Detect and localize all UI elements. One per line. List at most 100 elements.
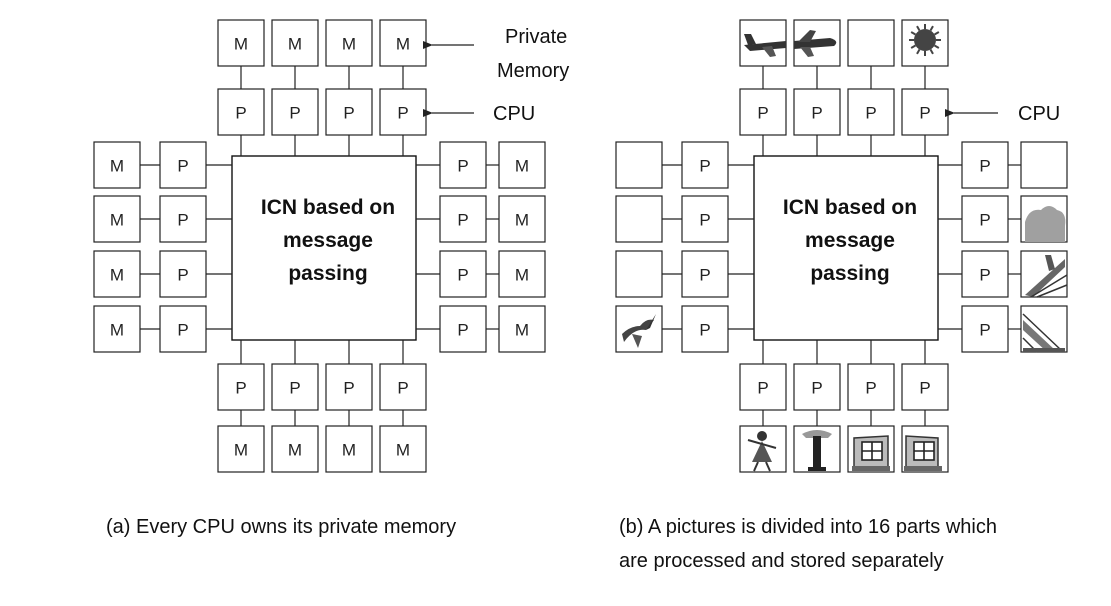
- cpu-bottom-1-label: P: [235, 379, 246, 398]
- cpu-right-4-label: P: [457, 321, 468, 340]
- cpu-bottom-2: P: [793, 363, 841, 411]
- memory-bottom-4-label: M: [396, 441, 410, 460]
- cpu-left-4-label: P: [177, 321, 188, 340]
- cpu-top-2: P: [793, 88, 841, 136]
- cpu-left-1-label: P: [699, 157, 710, 176]
- part-right-4: [1020, 305, 1068, 353]
- cpu-left-4-label: P: [699, 321, 710, 340]
- cpu-top-2: P: [271, 88, 319, 136]
- cloud-icon: [1025, 206, 1066, 242]
- part-bottom-2: [793, 425, 841, 473]
- cpu-top-3: P: [325, 88, 373, 136]
- cpu-bottom-1: P: [739, 363, 787, 411]
- memory-right-1-label: M: [515, 157, 529, 176]
- memory-right-2-label: M: [515, 211, 529, 230]
- part-top-2: [793, 19, 841, 67]
- part-left-2: [615, 195, 663, 243]
- part-left-4: [615, 305, 663, 353]
- core-text-line: ICN based on: [261, 196, 395, 219]
- cpu-right-3: P: [961, 250, 1009, 298]
- annotation-cpu-a: CPU: [493, 103, 535, 125]
- part-right-3: [1020, 250, 1068, 298]
- cpu-right-1-label: P: [979, 157, 990, 176]
- cpu-bottom-1-label: P: [757, 379, 768, 398]
- window-right-icon: [904, 435, 942, 471]
- cpu-top-3-label: P: [343, 104, 354, 123]
- memory-right-3-label: M: [515, 266, 529, 285]
- cpu-bottom-4-label: P: [919, 379, 930, 398]
- cpu-bottom-2-label: P: [289, 379, 300, 398]
- part-left-1: [615, 141, 663, 189]
- cpu-top-1: P: [739, 88, 787, 136]
- memory-bottom-2: M: [271, 425, 319, 473]
- cpu-left-2: P: [159, 195, 207, 243]
- window-left-icon: [852, 435, 890, 471]
- memory-top-3: M: [325, 19, 373, 67]
- cpu-bottom-2: P: [271, 363, 319, 411]
- core-text-line: passing: [810, 262, 889, 285]
- part-bottom-1: [739, 425, 787, 473]
- cpu-bottom-4-label: P: [397, 379, 408, 398]
- memory-bottom-2-label: M: [288, 441, 302, 460]
- memory-top-4-label: M: [396, 35, 410, 54]
- cpu-left-3: P: [159, 250, 207, 298]
- memory-left-4-label: M: [110, 321, 124, 340]
- part-top-1: [739, 19, 787, 67]
- memory-left-2: M: [93, 195, 141, 243]
- part-right-1: [1020, 141, 1068, 189]
- cpu-right-2-label: P: [457, 211, 468, 230]
- plane-right-icon: [794, 30, 837, 57]
- cpu-left-3-label: P: [177, 266, 188, 285]
- cpu-right-3-label: P: [979, 266, 990, 285]
- part-top-3: [847, 19, 895, 67]
- cpu-left-1-label: P: [177, 157, 188, 176]
- memory-left-3: M: [93, 250, 141, 298]
- cpu-right-2: P: [961, 195, 1009, 243]
- caption-b-line2: are processed and stored separately: [619, 550, 944, 572]
- memory-bottom-1: M: [217, 425, 265, 473]
- cpu-bottom-2-label: P: [811, 379, 822, 398]
- part-left-3: [615, 250, 663, 298]
- memory-bottom-1-label: M: [234, 441, 248, 460]
- cpu-top-2-label: P: [289, 104, 300, 123]
- part-top-4: [901, 19, 949, 67]
- cpu-left-3: P: [681, 250, 729, 298]
- cpu-left-1: P: [159, 141, 207, 189]
- sun-icon: [909, 24, 941, 56]
- cpu-left-2-label: P: [699, 211, 710, 230]
- plane-left-icon: [744, 34, 786, 57]
- memory-top-1-label: M: [234, 35, 248, 54]
- cpu-bottom-4: P: [379, 363, 427, 411]
- cpu-bottom-3-label: P: [343, 379, 354, 398]
- memory-top-3-label: M: [342, 35, 356, 54]
- cpu-left-3-label: P: [699, 266, 710, 285]
- memory-left-3-label: M: [110, 266, 124, 285]
- cpu-right-4-label: P: [979, 321, 990, 340]
- diagram-a: ICN based onmessagepassingPMPMPMPMPMPMPM…: [93, 19, 546, 473]
- cpu-right-3-label: P: [457, 266, 468, 285]
- cpu-right-4: P: [439, 305, 487, 353]
- annotation-memory: Memory: [497, 60, 569, 82]
- memory-left-4: M: [93, 305, 141, 353]
- cpu-bottom-1: P: [217, 363, 265, 411]
- cpu-left-1: P: [681, 141, 729, 189]
- core-text-line: message: [805, 229, 895, 252]
- cpu-top-4-label: P: [397, 104, 408, 123]
- memory-bottom-3: M: [325, 425, 373, 473]
- cpu-bottom-3: P: [847, 363, 895, 411]
- cpu-right-1: P: [439, 141, 487, 189]
- cpu-right-2: P: [439, 195, 487, 243]
- cpu-top-2-label: P: [811, 104, 822, 123]
- cpu-right-1: P: [961, 141, 1009, 189]
- memory-top-4: M: [379, 19, 427, 67]
- cpu-left-2: P: [681, 195, 729, 243]
- part-right-2: [1020, 195, 1068, 243]
- cpu-right-4: P: [961, 305, 1009, 353]
- memory-left-2-label: M: [110, 211, 124, 230]
- cpu-right-2-label: P: [979, 211, 990, 230]
- memory-left-1-label: M: [110, 157, 124, 176]
- memory-right-1: M: [498, 141, 546, 189]
